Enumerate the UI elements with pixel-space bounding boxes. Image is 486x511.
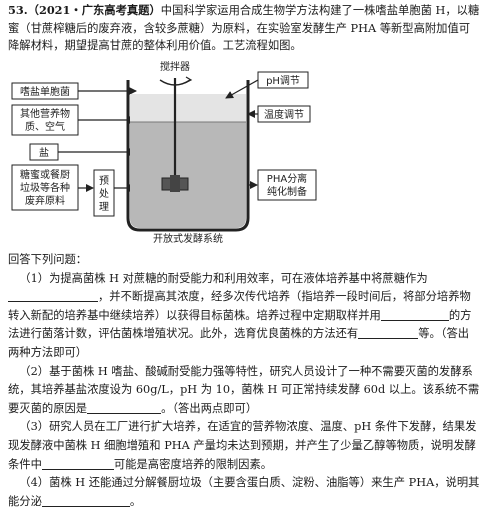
pretreatment-char1: 预 bbox=[99, 175, 109, 187]
answer-blank-5[interactable] bbox=[41, 457, 114, 470]
salt-label: 盐 bbox=[39, 146, 49, 159]
question-page: 53.（2021・广东高考真题）中国科学家运用合成生物学方法构建了一株嗜盐单胞菌… bbox=[8, 2, 480, 508]
question-2-part-a: （2）基于菌株 H 嗜盐、酸碱耐受能力强等特性，研究人员设计了一种不需要灭菌的发… bbox=[8, 364, 480, 415]
waste-label-line3: 废弃原料 bbox=[25, 194, 65, 207]
answer-blank-4[interactable] bbox=[87, 401, 162, 414]
question-intro: 53.（2021・广东高考真题）中国科学家运用合成生物学方法构建了一株嗜盐单胞菌… bbox=[8, 2, 480, 55]
question-1: （1）为提高菌株 H 对蔗糖的耐受能力和利用效率，可在液体培养基中将蔗糖作为 ，并… bbox=[8, 270, 480, 363]
waste-input-box: 糖蜜或餐厨 垃圾等各种 废弃原料 bbox=[11, 164, 79, 211]
question-2-part-b: 。（答出两点即可） bbox=[161, 401, 258, 415]
stirrer: 搅拌器 bbox=[159, 60, 193, 192]
halomonas-input-box: 嗜盐单胞菌 bbox=[11, 82, 79, 100]
ph-label: pH调节 bbox=[266, 75, 300, 87]
pretreatment-box: 预 处 理 bbox=[93, 169, 115, 217]
question-1-part-a: （1）为提高菌株 H 对蔗糖的耐受能力和利用效率，可在液体培养基中将蔗糖作为 bbox=[19, 271, 428, 285]
question-1-part-c: 的方法进行菌落计数，评估菌株增殖状况。此外，选育优良菌株的方法还有 bbox=[8, 308, 472, 341]
pha-label-line2: 纯化制备 bbox=[267, 185, 307, 198]
answer-blank-1[interactable] bbox=[8, 289, 98, 303]
ph-regulation-box: pH调节 bbox=[225, 71, 309, 99]
question-4: （4）菌株 H 还能通过分解餐厨垃圾（主要含蛋白质、淀粉、油脂等）来生产 PHA… bbox=[8, 474, 480, 511]
nutrients-input-box: 其他营养物 质、空气 bbox=[11, 104, 79, 136]
process-flow-diagram: 嗜盐单胞菌 其他营养物 质、空气 盐 糖蜜或餐厨 垃圾等各种 废弃原料 预 处 … bbox=[11, 60, 317, 245]
pretreatment-char3: 理 bbox=[99, 201, 109, 213]
answer-section: 回答下列问题： （1）为提高菌株 H 对蔗糖的耐受能力和利用效率，可在液体培养基… bbox=[8, 251, 480, 511]
pretreatment-char2: 处 bbox=[99, 188, 109, 200]
answer-blank-6[interactable] bbox=[41, 494, 130, 507]
question-source: （2021・广东高考真题） bbox=[27, 3, 161, 17]
question-4-part-b: 。 bbox=[129, 494, 142, 508]
pha-purification-box: PHA分离 纯化制备 bbox=[248, 169, 317, 201]
nutrients-label-line2: 质、空气 bbox=[25, 120, 65, 133]
question-2: （2）基于菌株 H 嗜盐、酸碱耐受能力强等特性，研究人员设计了一种不需要灭菌的发… bbox=[8, 363, 480, 419]
answer-lead: 回答下列问题： bbox=[8, 253, 88, 266]
question-3-part-a: （3）研究人员在工厂进行扩大培养，在适宜的营养物浓度、温度、pH 条件下发酵，结… bbox=[8, 420, 477, 471]
stirrer-label: 搅拌器 bbox=[160, 60, 190, 73]
waste-label-line1: 糖蜜或餐厨 bbox=[20, 168, 70, 181]
temperature-label: 温度调节 bbox=[264, 108, 304, 121]
question-number: 53. bbox=[8, 3, 28, 17]
system-caption: 开放式发酵系统 bbox=[153, 232, 223, 245]
answer-blank-3[interactable] bbox=[358, 326, 419, 340]
waste-label-line2: 垃圾等各种 bbox=[20, 181, 70, 194]
nutrients-label-line1: 其他营养物 bbox=[20, 107, 70, 120]
pha-label-line1: PHA分离 bbox=[267, 172, 307, 185]
salt-input-box: 盐 bbox=[29, 143, 59, 161]
answer-blank-2[interactable] bbox=[380, 308, 449, 321]
question-1-part-b: ，并不断提高其浓度，经多次传代培养（指培养一段时间后，将部分培养物转入新配的培养… bbox=[8, 290, 471, 322]
question-1-part-d: 等。（答出两种方法即可） bbox=[8, 327, 470, 359]
question-3: （3）研究人员在工厂进行扩大培养，在适宜的营养物浓度、温度、pH 条件下发酵，结… bbox=[8, 418, 480, 474]
question-3-part-b: 可能是高密度培养的限制因素。 bbox=[113, 457, 273, 471]
halomonas-label: 嗜盐单胞菌 bbox=[20, 85, 70, 98]
temperature-regulation-box: 温度调节 bbox=[247, 105, 311, 123]
fermentation-tank bbox=[126, 80, 250, 232]
question-intro-text: 中国科学家运用合成生物学方法构建了一株嗜盐单胞菌 H，以糖蜜（甘蔗榨糖后的废弃液… bbox=[8, 4, 480, 52]
